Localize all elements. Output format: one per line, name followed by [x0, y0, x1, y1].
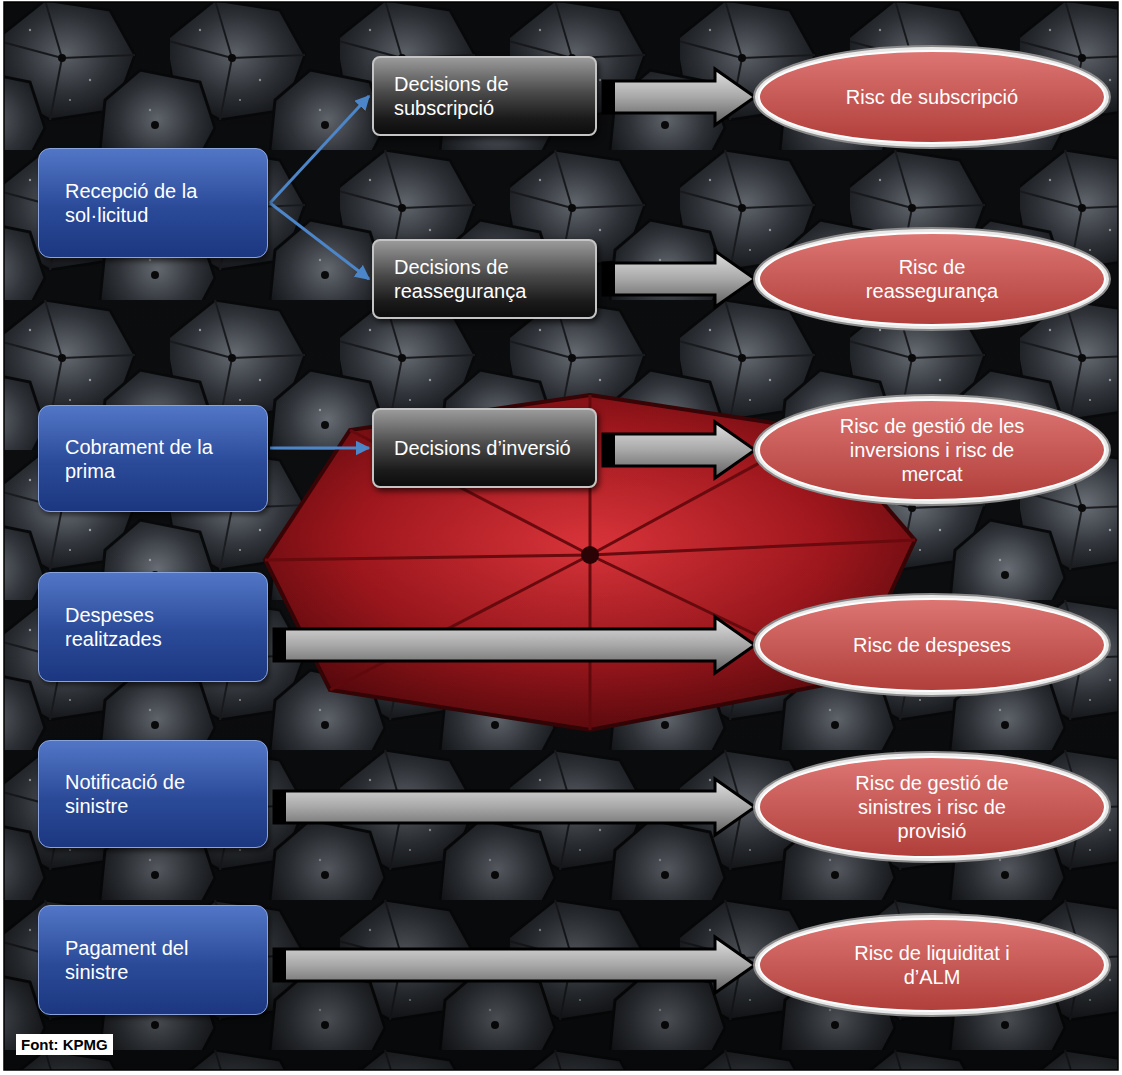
block-arrow: [603, 422, 755, 478]
ellipse-fill: [759, 233, 1105, 325]
block-arrow-tail: [274, 629, 286, 661]
photo-shade: [4, 2, 1118, 1070]
text-group: Risc de despeses: [837, 633, 1027, 657]
block-arrow-group: [274, 937, 755, 993]
process-box: Notificació de sinistre: [38, 740, 268, 848]
risk-ellipse: Risc de despeses: [752, 592, 1112, 698]
node-text: Decisions de reassegurança: [394, 255, 581, 303]
text-group: Risc de gestió de les inversions i risc …: [837, 414, 1027, 486]
ellipse-fill: [759, 757, 1105, 857]
ellipse-rim: [754, 914, 1110, 1016]
block-arrow-tail: [603, 81, 615, 113]
text-group: Decisions d’inversió: [394, 436, 571, 460]
source-note: Font: KPMG: [16, 1034, 113, 1055]
text-group: Risc de gestió de sinistres i risc de pr…: [837, 771, 1027, 843]
flow-arrow: [270, 96, 369, 203]
text-group: Risc de subscripció: [837, 85, 1027, 109]
block-arrow: [603, 251, 755, 307]
node-text: Risc de reassegurança: [837, 255, 1027, 303]
ellipse-rim: [754, 594, 1110, 696]
node-text: Risc de gestió de sinistres i risc de pr…: [837, 771, 1027, 843]
umbrella-field: [4, 2, 1118, 1070]
ellipse-outline: [752, 912, 1112, 1018]
process-box: Cobrament de la prima: [38, 405, 268, 512]
node-text: Risc de liquiditat i d’ALM: [837, 941, 1027, 989]
photo-frame: [4, 2, 1118, 1070]
process-box: Recepció de la sol·licitud: [38, 148, 268, 258]
block-arrow-tail: [603, 434, 615, 466]
block-arrow-group: [603, 422, 755, 478]
ellipse-fill: [759, 51, 1105, 143]
node-text: Despeses realitzades: [65, 603, 251, 651]
text-group: Decisions de reassegurança: [394, 255, 581, 303]
block-arrow-group: [603, 251, 755, 307]
text-group: Cobrament de la prima: [65, 435, 251, 483]
risk-ellipse: Risc de subscripció: [752, 44, 1112, 150]
node-text: Pagament del sinistre: [65, 936, 251, 984]
node-text: Decisions de subscripció: [394, 72, 581, 120]
ellipse-fill: [759, 400, 1105, 500]
block-arrow: [603, 69, 755, 125]
flow-arrow: [270, 203, 369, 279]
risk-ellipse: Risc de gestió de sinistres i risc de pr…: [752, 750, 1112, 864]
ellipse-fill: [759, 599, 1105, 691]
text-group: Notificació de sinistre: [65, 770, 251, 818]
block-arrow-group: [274, 779, 755, 835]
decision-box: Decisions d’inversió: [372, 408, 597, 488]
risk-ellipse: Risc de reassegurança: [752, 226, 1112, 332]
block-arrow-tail: [603, 263, 615, 295]
ellipse-rim: [754, 752, 1110, 862]
node-text: Risc de gestió de les inversions i risc …: [837, 414, 1027, 486]
ellipse-fill: [759, 919, 1105, 1011]
text-group: Pagament del sinistre: [65, 936, 251, 984]
block-arrow-tail: [274, 791, 286, 823]
node-text: Decisions d’inversió: [394, 436, 571, 460]
ellipse-rim: [754, 46, 1110, 148]
ellipse-rim: [754, 395, 1110, 505]
process-box: Pagament del sinistre: [38, 905, 268, 1015]
text-group: Decisions de subscripció: [394, 72, 581, 120]
process-box: Despeses realitzades: [38, 572, 268, 682]
text-group: Recepció de la sol·licitud: [65, 179, 251, 227]
node-text: Risc de despeses: [837, 633, 1027, 657]
text-group: Risc de liquiditat i d’ALM: [837, 941, 1027, 989]
block-arrow-tail: [274, 949, 286, 981]
node-text: Recepció de la sol·licitud: [65, 179, 251, 227]
decision-box: Decisions de subscripció: [372, 56, 597, 136]
block-arrow: [274, 779, 755, 835]
text-group: Risc de reassegurança: [837, 255, 1027, 303]
block-arrow: [274, 937, 755, 993]
node-text: Risc de subscripció: [837, 85, 1027, 109]
node-text: Notificació de sinistre: [65, 770, 251, 818]
block-arrow: [274, 617, 755, 673]
text-group: Despeses realitzades: [65, 603, 251, 651]
node-text: Cobrament de la prima: [65, 435, 251, 483]
flow-arrow: [270, 447, 369, 450]
block-arrow-group: [603, 69, 755, 125]
risk-ellipse: Risc de gestió de les inversions i risc …: [752, 393, 1112, 507]
ellipse-outline: [752, 226, 1112, 332]
block-arrow-group: [274, 617, 755, 673]
ellipse-rim: [754, 228, 1110, 330]
risk-ellipse: Risc de liquiditat i d’ALM: [752, 912, 1112, 1018]
decision-box: Decisions de reassegurança: [372, 239, 597, 319]
